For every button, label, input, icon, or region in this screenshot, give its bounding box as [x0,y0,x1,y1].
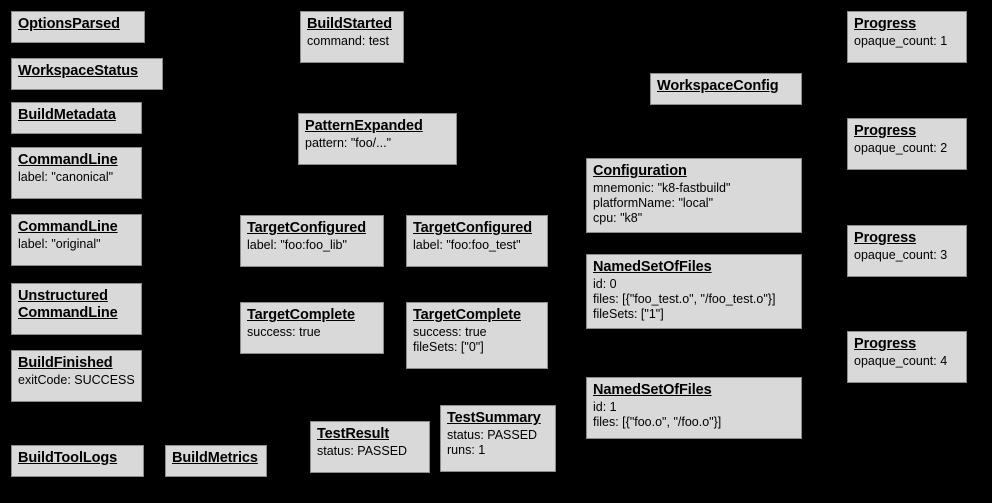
node-options-parsed[interactable]: OptionsParsed [11,11,145,43]
node-fields: id: 1 files: [{"foo.o", "/foo.o"}] [593,400,722,429]
node-title: NamedSetOfFiles [593,382,712,398]
node-workspace-status[interactable]: WorkspaceStatus [11,58,163,90]
node-fields: label: "canonical" [18,170,114,184]
node-title: Configuration [593,163,687,179]
node-title: OptionsParsed [18,16,120,32]
node-progress-3[interactable]: Progress opaque_count: 3 [847,225,967,277]
node-title: TargetConfigured [413,220,532,236]
node-named-set-of-files-0[interactable]: NamedSetOfFiles id: 0 files: [{"foo_test.… [586,254,802,329]
node-title: TargetComplete [413,307,521,323]
node-test-result[interactable]: TestResult status: PASSED [310,421,430,473]
node-title: TestResult [317,426,390,442]
node-build-tool-logs[interactable]: BuildToolLogs [11,445,144,477]
node-title: TestSummary [447,410,541,426]
node-fields: label: "foo:foo_test" [413,238,521,252]
node-title: BuildMetrics [172,450,258,466]
node-fields: status: PASSED runs: 1 [447,428,538,457]
node-fields: success: true [247,325,321,339]
node-target-complete-foo-test[interactable]: TargetComplete success: true fileSets: ["… [406,302,548,369]
node-title: TargetConfigured [247,220,366,236]
node-title: Progress [854,230,917,246]
node-progress-4[interactable]: Progress opaque_count: 4 [847,331,967,383]
node-build-metadata[interactable]: BuildMetadata [11,102,142,134]
node-title: TargetComplete [247,307,355,323]
node-title: Progress [854,16,917,32]
node-title: Progress [854,336,917,352]
node-fields: opaque_count: 4 [854,354,948,368]
node-fields: success: true fileSets: ["0"] [413,325,487,354]
node-fields: opaque_count: 3 [854,248,948,262]
node-title: NamedSetOfFiles [593,259,712,275]
node-progress-2[interactable]: Progress opaque_count: 2 [847,118,967,170]
node-fields: opaque_count: 2 [854,141,948,155]
node-fields: label: "foo:foo_lib" [247,238,347,252]
node-target-configured-foo-test[interactable]: TargetConfigured label: "foo:foo_test" [406,215,548,267]
node-title: CommandLine [18,152,118,168]
node-title: BuildToolLogs [18,450,118,466]
node-fields: pattern: "foo/..." [305,136,392,150]
node-test-summary[interactable]: TestSummary status: PASSED runs: 1 [440,405,556,472]
node-configuration[interactable]: Configuration mnemonic: "k8-fastbuild" pl… [586,158,802,233]
node-fields: id: 0 files: [{"foo_test.o", "/foo_test.… [593,277,776,321]
node-pattern-expanded[interactable]: PatternExpanded pattern: "foo/..." [298,113,457,165]
node-title: PatternExpanded [305,118,423,134]
node-fields: label: "original" [18,237,101,251]
node-build-started[interactable]: BuildStarted command: test [300,11,404,63]
node-title: CommandLine [18,219,118,235]
node-progress-1[interactable]: Progress opaque_count: 1 [847,11,967,63]
node-target-configured-foo-lib[interactable]: TargetConfigured label: "foo:foo_lib" [240,215,384,267]
node-named-set-of-files-1[interactable]: NamedSetOfFiles id: 1 files: [{"foo.o", "… [586,377,802,439]
node-title: WorkspaceStatus [18,63,138,79]
node-command-line-canonical[interactable]: CommandLine label: "canonical" [11,147,142,199]
node-fields: opaque_count: 1 [854,34,948,48]
node-title: WorkspaceConfig [657,78,779,94]
node-fields: exitCode: SUCCESS [18,373,135,387]
node-title: BuildMetadata [18,107,116,123]
node-unstructured-command-line[interactable]: Unstructured CommandLine [11,283,142,335]
node-fields: command: test [307,34,389,48]
node-build-metrics[interactable]: BuildMetrics [165,445,267,477]
node-title: BuildStarted [307,16,393,32]
node-target-complete-foo-lib[interactable]: TargetComplete success: true [240,302,384,354]
node-fields: status: PASSED [317,444,408,458]
node-command-line-original[interactable]: CommandLine label: "original" [11,214,142,266]
node-title: Progress [854,123,917,139]
node-title: BuildFinished [18,355,113,371]
node-build-finished[interactable]: BuildFinished exitCode: SUCCESS [11,350,142,402]
node-workspace-config[interactable]: WorkspaceConfig [650,73,802,105]
node-fields: mnemonic: "k8-fastbuild" platformName: "… [593,181,731,225]
node-title: Unstructured CommandLine [18,288,118,321]
